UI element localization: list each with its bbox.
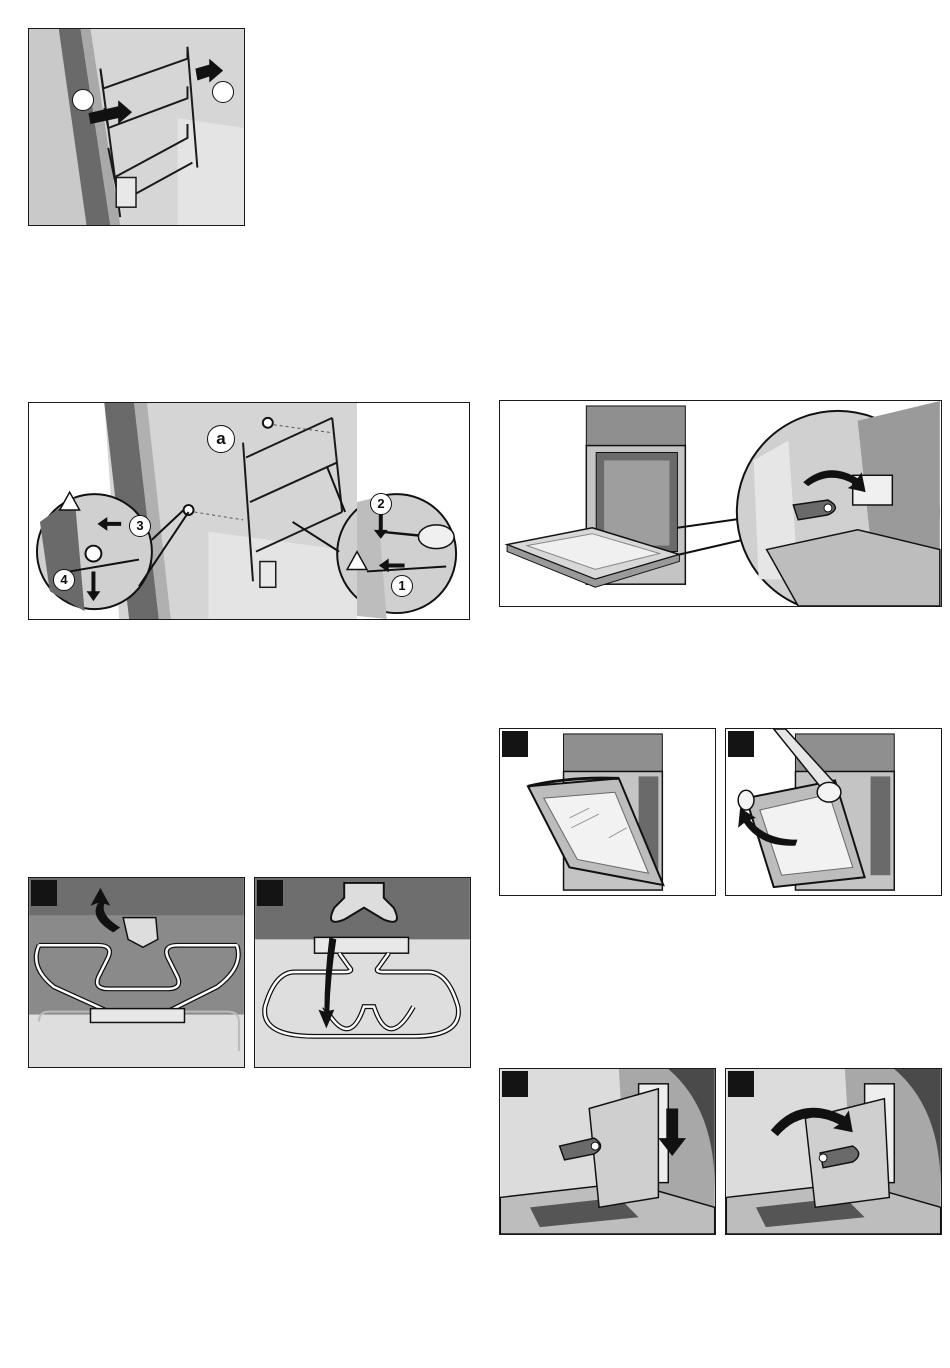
figure-rail-removal — [28, 28, 245, 226]
figure-hinge-lever-press — [499, 1068, 716, 1235]
step-badge-1 — [31, 880, 57, 906]
step-badge-1 — [502, 1071, 528, 1097]
figure-hinge-lever-fold — [725, 1068, 942, 1235]
figure-grill-hook-right — [254, 877, 471, 1068]
callout-step-2: 2 — [370, 493, 392, 515]
door-hinge-illustration — [500, 401, 941, 606]
grill-hook-left-illustration — [29, 878, 244, 1067]
callout-1 — [72, 89, 94, 111]
hinge-lever-press-illustration — [500, 1069, 715, 1234]
figure-door-lift — [725, 728, 942, 896]
grill-hook-right-illustration — [255, 878, 470, 1067]
door-tilt-illustration — [500, 729, 715, 895]
door-lift-illustration — [726, 729, 941, 895]
callout-step-4: 4 — [53, 569, 75, 591]
step-badge-2 — [728, 1071, 754, 1097]
rail-removal-illustration — [29, 29, 244, 225]
step-badge-1 — [502, 731, 528, 757]
callout-step-1: 1 — [391, 575, 413, 597]
figure-rail-detail: a 1 2 3 4 — [28, 402, 470, 620]
step-badge-2 — [728, 731, 754, 757]
figure-door-hinge — [499, 400, 942, 607]
figure-grill-hook-left — [28, 877, 245, 1068]
callout-a: a — [207, 425, 235, 453]
callout-2 — [212, 81, 234, 103]
hinge-lever-fold-illustration — [726, 1069, 941, 1234]
figure-door-tilt — [499, 728, 716, 896]
callout-step-3: 3 — [129, 515, 151, 537]
step-badge-2 — [257, 880, 283, 906]
